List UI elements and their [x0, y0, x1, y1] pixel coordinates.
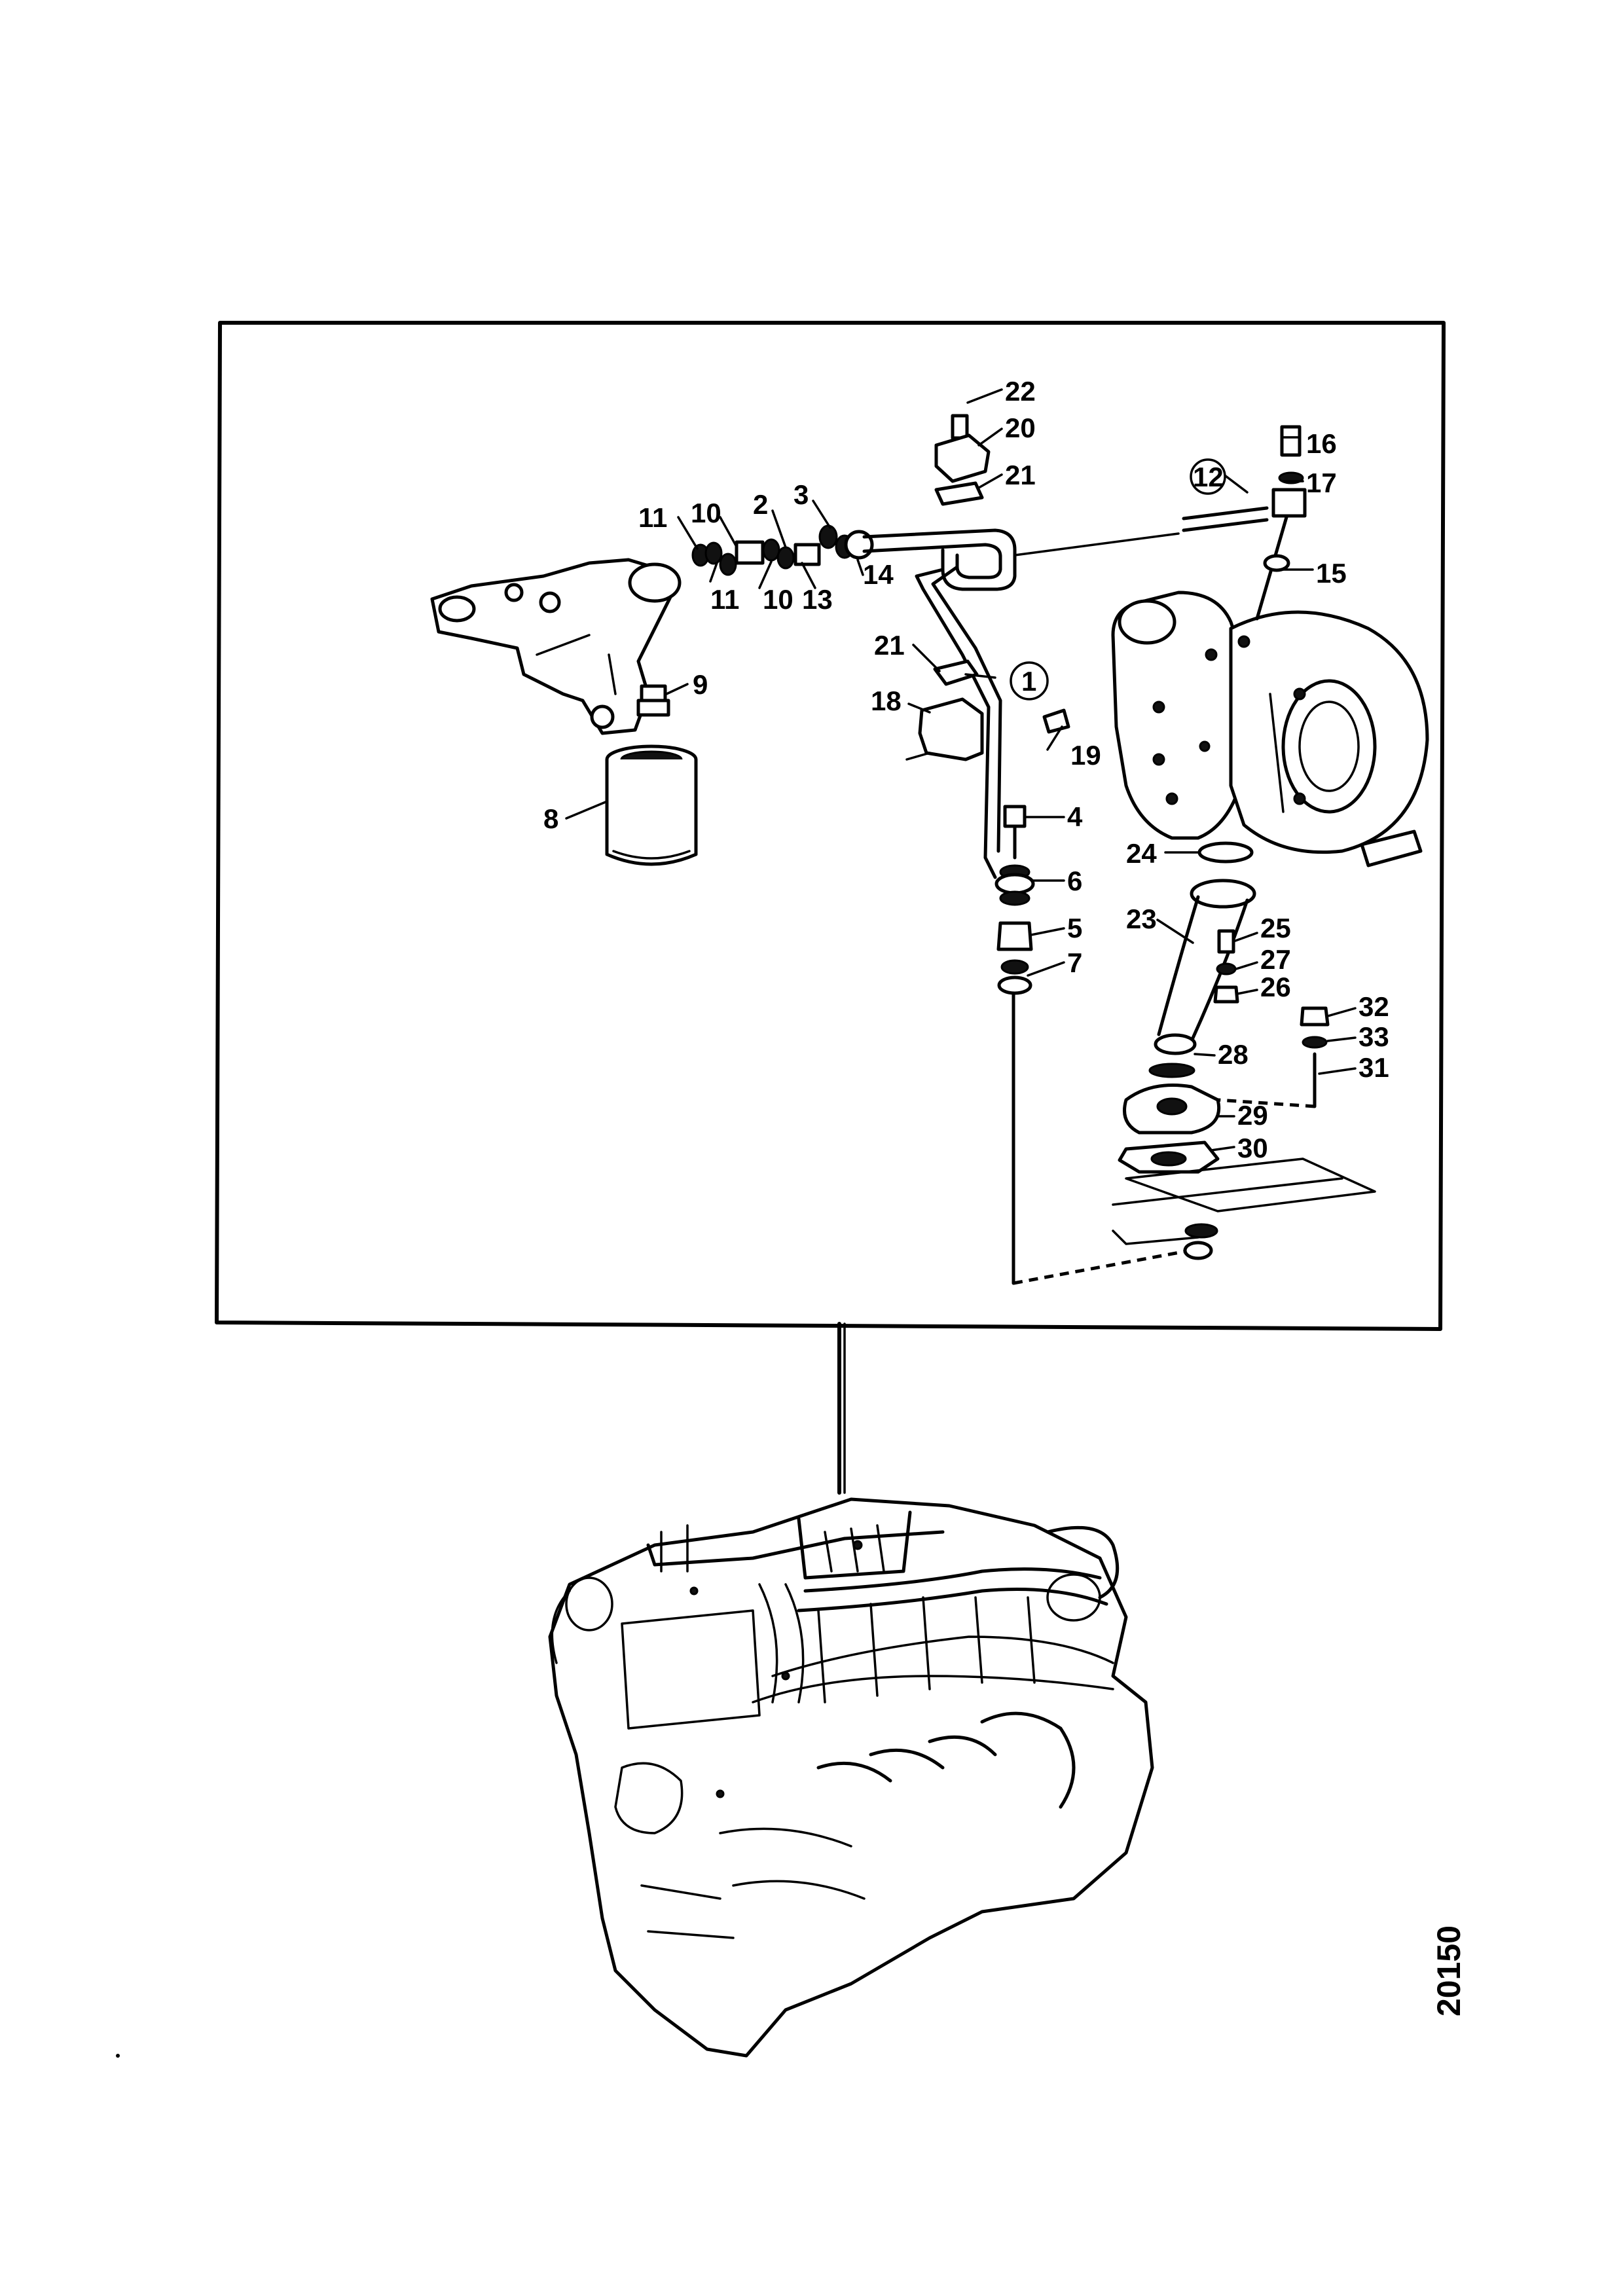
callout-4: 4	[1067, 801, 1083, 832]
banjo-bolt-stack	[994, 805, 1035, 995]
callout-26: 26	[1260, 972, 1291, 1002]
callout-14: 14	[863, 559, 894, 590]
callout-13: 13	[802, 584, 833, 615]
callout-20: 20	[1005, 412, 1036, 443]
callout-15: 15	[1316, 558, 1347, 589]
callout-8: 8	[543, 803, 558, 834]
callout-22: 22	[1005, 376, 1036, 407]
turbo-feed-pipe	[1182, 425, 1307, 621]
callout-29: 29	[1237, 1100, 1268, 1131]
leader-lines	[565, 388, 1357, 1152]
callout-23: 23	[1126, 903, 1157, 934]
callout-7: 7	[1067, 947, 1082, 978]
pipe-clamp-top	[934, 414, 991, 506]
callout-21: 21	[1005, 460, 1036, 490]
stud-and-nut	[1217, 1006, 1330, 1108]
detail-frame	[215, 321, 1446, 1495]
callout-10: 10	[691, 498, 721, 528]
callout-16: 16	[1306, 428, 1337, 459]
callout-31: 31	[1359, 1052, 1389, 1083]
turbocharger	[1111, 591, 1429, 867]
callout-28: 28	[1218, 1039, 1249, 1070]
svg-text:12: 12	[1193, 462, 1224, 492]
callout-3: 3	[793, 479, 809, 510]
svg-text:1: 1	[1021, 666, 1036, 697]
callout-32: 32	[1359, 991, 1389, 1022]
scan-speck	[116, 2054, 120, 2058]
callout-9: 9	[693, 669, 708, 700]
callout-18: 18	[871, 685, 902, 716]
oil-sump-section	[1112, 1157, 1376, 1260]
engine-overview-illustration	[548, 1497, 1154, 2058]
callout-5: 5	[1067, 913, 1082, 943]
callout-10-b: 10	[763, 584, 793, 615]
banjo-fittings	[691, 524, 874, 576]
return-line-path	[1012, 993, 1209, 1285]
figure-number: 20150	[1431, 1925, 1467, 2016]
drain-plug	[636, 684, 670, 717]
callout-19: 19	[1070, 740, 1101, 771]
pipe-clamp-middle	[933, 659, 979, 686]
callout-21-b: 21	[874, 630, 905, 661]
oil-drain-pipe	[1118, 841, 1256, 1174]
callout-1: 1	[1010, 661, 1049, 701]
callout-6: 6	[1067, 866, 1082, 896]
callout-labels: 22 20 21 16 17 15 12 11 10 2 3 11 10 13 …	[543, 376, 1389, 1163]
callout-11: 11	[638, 502, 667, 533]
callout-11-b: 11	[710, 584, 739, 615]
callout-30: 30	[1237, 1133, 1268, 1163]
callout-2: 2	[753, 489, 768, 520]
oil-feed-pipe	[862, 528, 1180, 879]
callout-24: 24	[1126, 838, 1157, 869]
callout-12: 12	[1190, 458, 1226, 495]
callout-17: 17	[1306, 467, 1337, 498]
support-bracket	[905, 697, 1070, 761]
oil-filter	[605, 744, 698, 866]
callout-33: 33	[1359, 1021, 1389, 1052]
callout-27: 27	[1260, 944, 1291, 975]
callout-25: 25	[1260, 913, 1291, 943]
oil-filter-housing	[430, 558, 682, 735]
